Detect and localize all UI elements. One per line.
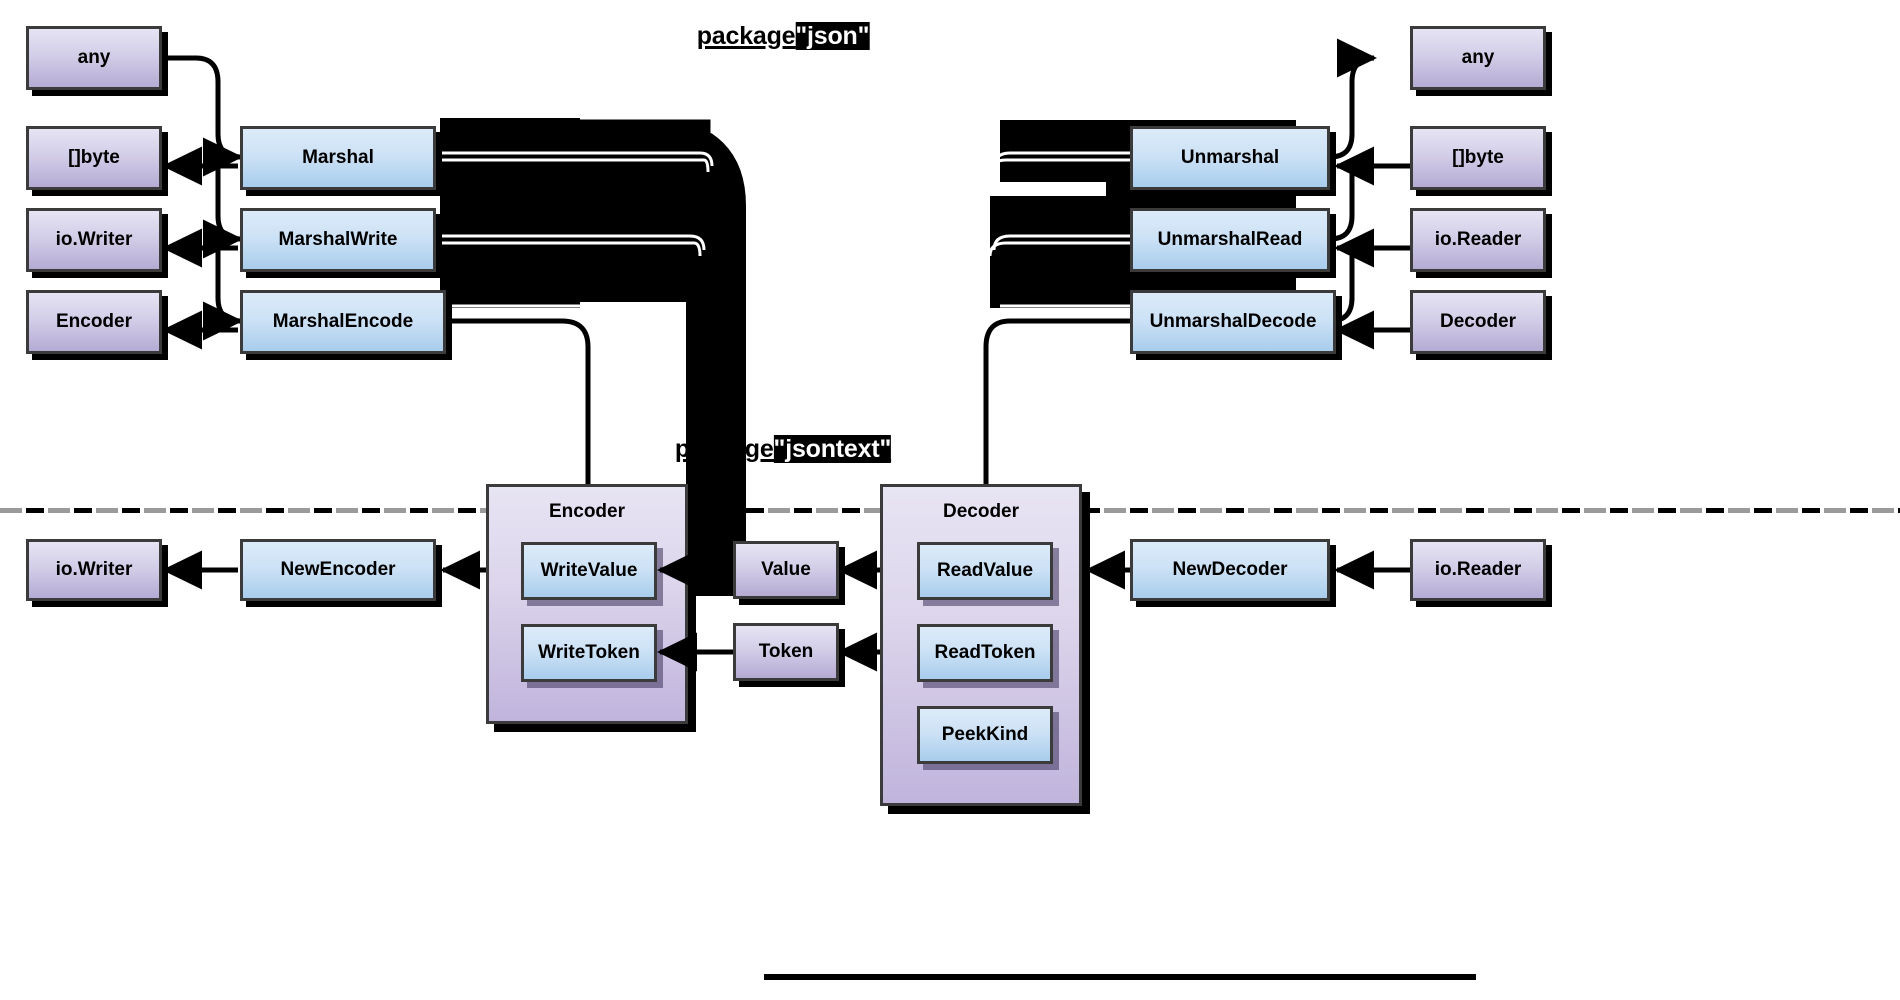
func-unmarshal[interactable]: Unmarshal xyxy=(1130,126,1330,190)
func-marshalwrite[interactable]: MarshalWrite xyxy=(240,208,436,272)
type-any-left[interactable]: any xyxy=(26,26,162,90)
method-writevalue[interactable]: WriteValue xyxy=(521,542,657,600)
func-marshal[interactable]: Marshal xyxy=(240,126,436,190)
type-bytes-right[interactable]: []byte xyxy=(1410,126,1546,190)
func-marshalencode[interactable]: MarshalEncode xyxy=(240,290,446,354)
link-any-to-marshal xyxy=(160,55,243,177)
link-unmarshaldecode-to-decoder-group xyxy=(983,318,1130,484)
type-bytes-left[interactable]: []byte xyxy=(26,126,162,190)
func-unmarshaldecode[interactable]: UnmarshalDecode xyxy=(1130,290,1336,354)
method-readtoken[interactable]: ReadToken xyxy=(917,624,1053,682)
group-decoder[interactable]: Decoder ReadValue ReadToken PeekKind xyxy=(880,484,1082,806)
group-decoder-title: Decoder xyxy=(942,501,1020,522)
type-encoder-left[interactable]: Encoder xyxy=(26,290,162,354)
title-json-literal: "json" xyxy=(795,22,870,50)
group-encoder[interactable]: Encoder WriteValue WriteToken xyxy=(486,484,688,724)
group-encoder-title: Encoder xyxy=(548,501,626,522)
link-unmarshalread-to-any xyxy=(1329,168,1355,242)
mass-hairlines xyxy=(436,151,714,308)
link-unmarshal-to-any xyxy=(1329,38,1377,160)
link-marshalencode-to-encoder-group xyxy=(443,318,591,484)
title-package-jsontext: package"jsontext" xyxy=(674,435,892,464)
func-unmarshalread[interactable]: UnmarshalRead xyxy=(1130,208,1330,272)
link-any-to-marshalencode xyxy=(202,250,243,341)
type-token[interactable]: Token xyxy=(733,623,839,681)
type-decoder-right[interactable]: Decoder xyxy=(1410,290,1546,354)
method-peekkind[interactable]: PeekKind xyxy=(917,706,1053,764)
method-writetoken[interactable]: WriteToken xyxy=(521,624,657,682)
type-ioreader-bottom[interactable]: io.Reader xyxy=(1410,539,1546,601)
mass-hairlines-right xyxy=(988,151,1130,308)
bottom-rule xyxy=(764,974,1476,980)
type-ioreader-top[interactable]: io.Reader xyxy=(1410,208,1546,272)
method-readvalue[interactable]: ReadValue xyxy=(917,542,1053,600)
title-jsontext-keyword: package xyxy=(674,435,774,463)
func-newdecoder[interactable]: NewDecoder xyxy=(1130,539,1330,601)
title-jsontext-literal: "jsontext" xyxy=(773,435,892,463)
title-package-json: package"json" xyxy=(696,22,870,51)
type-iowriter-bottom[interactable]: io.Writer xyxy=(26,539,162,601)
link-any-to-marshalwrite xyxy=(202,168,243,259)
title-json-keyword: package xyxy=(696,22,796,50)
type-any-right[interactable]: any xyxy=(1410,26,1546,90)
func-newencoder[interactable]: NewEncoder xyxy=(240,539,436,601)
type-value[interactable]: Value xyxy=(733,541,839,599)
type-iowriter-top[interactable]: io.Writer xyxy=(26,208,162,272)
